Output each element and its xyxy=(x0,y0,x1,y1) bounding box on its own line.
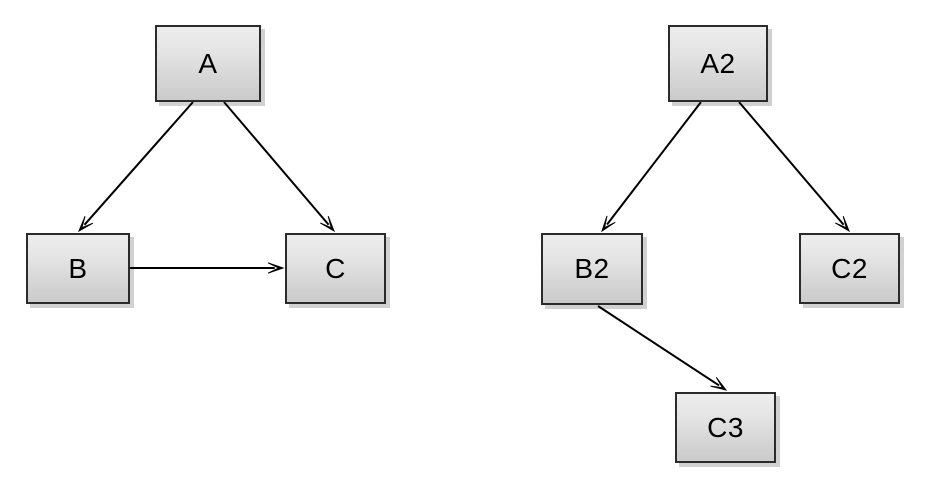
node-label-a2: A2 xyxy=(700,47,736,79)
edge-arrowhead xyxy=(710,377,728,391)
edge-a2-to-c2[interactable] xyxy=(738,101,845,226)
node-b2[interactable]: B2 xyxy=(541,233,643,305)
edge-arrowhead xyxy=(77,216,94,233)
edge-arrowhead xyxy=(267,262,285,274)
edge-a-to-b[interactable] xyxy=(83,101,194,226)
node-a[interactable]: A xyxy=(155,25,261,102)
node-b[interactable]: B xyxy=(26,233,130,304)
node-label-b: B xyxy=(68,252,88,284)
edge-arrowhead xyxy=(835,216,850,233)
edge-a-to-c[interactable] xyxy=(223,101,330,226)
edge-arrowhead xyxy=(601,215,616,233)
edge-b2-to-c3[interactable] xyxy=(597,305,720,387)
node-label-c2: C2 xyxy=(831,252,868,284)
node-label-c3: C3 xyxy=(707,411,744,443)
node-c3[interactable]: C3 xyxy=(675,392,776,463)
node-label-b2: B2 xyxy=(574,253,610,284)
node-c[interactable]: C xyxy=(285,233,386,304)
node-label-c: C xyxy=(325,252,346,284)
node-a2[interactable]: A2 xyxy=(668,25,768,102)
edge-arrowhead xyxy=(320,216,335,233)
node-c2[interactable]: C2 xyxy=(799,233,900,304)
node-label-a: A xyxy=(198,47,218,79)
edge-a2-to-b2[interactable] xyxy=(606,101,702,226)
